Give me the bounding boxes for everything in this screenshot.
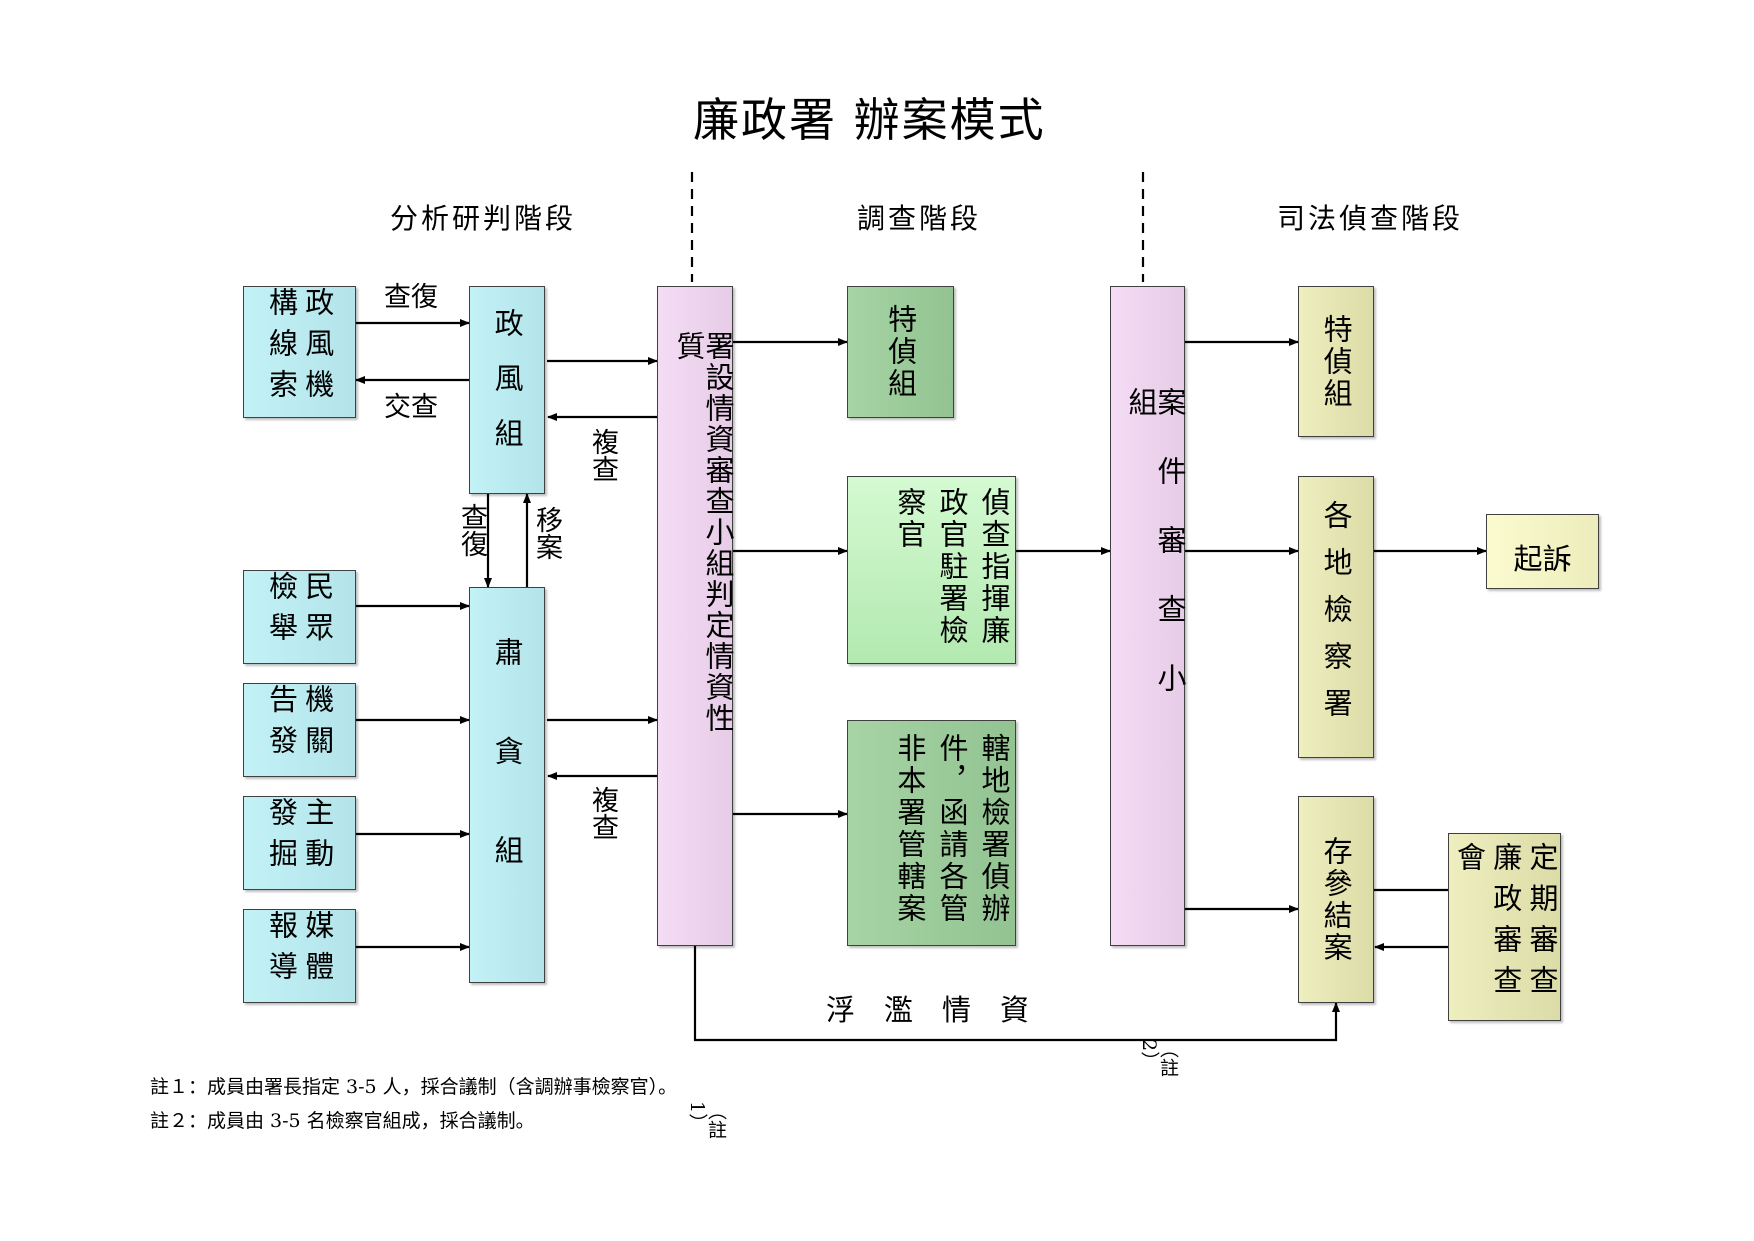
reply-check-vertical-label: 查復: [456, 503, 487, 557]
jurisdiction-transfer-label: 轄地檢署偵辦件，函請各管非本署管轄案: [892, 733, 1011, 925]
special-investigation-right-box: 特偵組: [1298, 286, 1374, 437]
gov-ethics-units-box: 政風機構線索: [243, 286, 356, 418]
periodic-review-label: 定期審查廉政審查會: [1452, 842, 1560, 1006]
gov-ethics-group-box: 政風組: [469, 286, 545, 494]
public-report-label: 民眾檢舉: [264, 571, 335, 653]
prosecution-label: 起訴: [1513, 542, 1572, 576]
reply-check-top-label: 查復: [384, 282, 438, 313]
special-investigation-mid-box: 特偵組: [847, 286, 954, 418]
anticorruption-group-label: 肅貪組: [490, 636, 525, 934]
diagram-title: 廉政署 辦案模式: [693, 93, 1046, 147]
footnote-1: 註１：成員由署長指定 3-5 人，採合議制（含調辦事檢察官）。: [150, 1076, 678, 1098]
special-investigation-right-label: 特偵組: [1319, 313, 1354, 410]
gov-ethics-units-label: 政風機構線索: [264, 287, 335, 410]
case-review-group-box: 案件審查小組 （註2）: [1110, 286, 1187, 1077]
resident-prosecutor-label: 偵查指揮廉政官駐署檢察官: [892, 487, 1011, 647]
self-discovery-box: 主動發掘: [243, 796, 356, 890]
footnote-2: 註２：成員由 3-5 名檢察官組成，採合議制。: [150, 1110, 535, 1132]
agency-report-label: 機關告發: [264, 684, 335, 766]
district-prosecutors-box: 各地檢察署: [1298, 476, 1374, 758]
case-review-note: （註2）: [1138, 1039, 1179, 1077]
archive-closure-label: 存參結案: [1319, 835, 1354, 964]
special-investigation-mid-label: 特偵組: [883, 304, 918, 400]
stage-analysis-heading: 分析研判階段: [390, 202, 577, 235]
media-report-box: 媒體報導: [243, 909, 356, 1003]
anticorruption-group-box: 肅貪組: [469, 587, 545, 983]
stage-investigation-heading: 調查階段: [857, 202, 982, 235]
self-discovery-label: 主動發掘: [264, 797, 335, 879]
jurisdiction-transfer-box: 轄地檢署偵辦件，函請各管非本署管轄案: [847, 720, 1016, 946]
public-report-box: 民眾檢舉: [243, 570, 356, 664]
arrow-unfounded-intel: [693, 946, 1340, 1042]
periodic-review-box: 定期審查廉政審查會: [1448, 833, 1561, 1021]
intel-review-group-box: 署設情資審查小組判定情資性質 （註1）: [657, 286, 735, 1139]
agency-report-box: 機關告發: [243, 683, 356, 777]
district-prosecutors-label: 各地檢察署: [1319, 499, 1354, 735]
gov-ethics-group-label: 政風組: [490, 307, 525, 473]
recheck-upper-label: 複查: [587, 428, 618, 482]
intel-review-group-label: 署設情資審查小組判定情資性質: [672, 331, 735, 734]
recheck-lower-label: 複查: [587, 786, 618, 840]
prosecution-box: 起訴: [1486, 514, 1599, 589]
transfer-case-label: 移案: [531, 506, 562, 560]
unfounded-intel-label: 浮 濫 情 資: [826, 993, 1030, 1027]
intel-review-note: （註1）: [686, 1101, 727, 1139]
stage-judicial-heading: 司法偵查階段: [1277, 202, 1464, 235]
assign-check-label: 交查: [384, 392, 438, 423]
media-report-label: 媒體報導: [264, 910, 335, 992]
resident-prosecutor-box: 偵查指揮廉政官駐署檢察官: [847, 476, 1016, 664]
archive-closure-box: 存參結案: [1298, 796, 1374, 1003]
case-review-group-label: 案件審查小組: [1124, 387, 1187, 732]
